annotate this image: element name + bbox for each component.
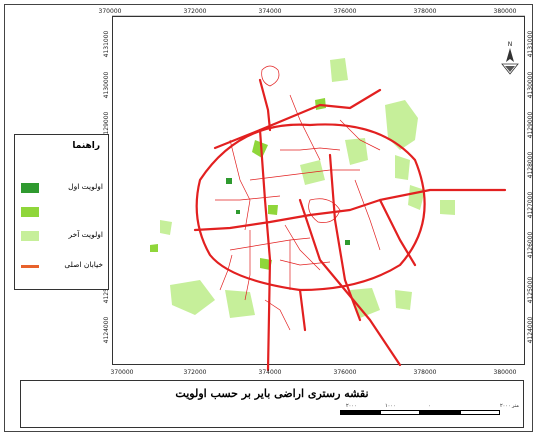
scale-label: ۲۰۰۰ (346, 403, 357, 409)
x-tick-bottom: 372000 (184, 369, 207, 376)
legend-swatch (21, 183, 39, 193)
y-tick-left: 4129000 (103, 111, 110, 138)
x-tick-bottom: 376000 (334, 369, 357, 376)
x-tick-bottom: 374000 (259, 369, 282, 376)
y-tick-right: 4129000 (527, 111, 534, 138)
x-tick-bottom: 370000 (111, 369, 134, 376)
scale-label: ۰ (428, 403, 431, 409)
legend-label: اولویت اول (68, 182, 103, 191)
legend-item (21, 205, 105, 219)
scale-label: ۱۰۰۰ (385, 403, 396, 409)
map-title: نقشه رستری اراضی بایر بر حسب اولویت (175, 387, 369, 400)
legend-swatch (21, 231, 39, 241)
legend-item: اولویت اول (21, 181, 105, 195)
scale-label: ۲۰۰۰ (500, 403, 511, 409)
legend-road: خیابان اصلی (21, 259, 105, 273)
svg-text:N: N (508, 41, 513, 48)
title-box: نقشه رستری اراضی بایر بر حسب اولویت (20, 380, 524, 428)
scale-label: متر (512, 403, 519, 409)
x-tick-top: 378000 (414, 8, 437, 15)
x-tick-bottom: 380000 (494, 369, 517, 376)
y-tick-right: 4126000 (527, 231, 534, 258)
legend-label: اولویت آخر (68, 230, 103, 239)
y-tick-right: 4130000 (527, 71, 534, 98)
y-tick-left: 4131000 (103, 30, 110, 57)
x-tick-top: 372000 (184, 8, 207, 15)
north-arrow-icon: N (501, 41, 519, 75)
legend-title: راهنما (72, 141, 100, 151)
outer-frame (4, 4, 533, 432)
main-roads (193, 78, 507, 372)
vacant-land-parcels (150, 58, 455, 318)
y-tick-left: 4124000 (103, 316, 110, 343)
legend-road-label: خیابان اصلی (64, 260, 103, 269)
x-tick-bottom: 378000 (414, 369, 437, 376)
legend: راهنما اولویت اول اولویت آخر خیابان اصلی (14, 134, 109, 290)
y-axis-ticks: 4131000 4130000 4129000 4128000 4127000 … (103, 30, 534, 343)
x-tick-top: 370000 (99, 8, 122, 15)
x-tick-top: 380000 (494, 8, 517, 15)
y-tick-right: 4124000 (527, 316, 534, 343)
x-tick-top: 376000 (334, 8, 357, 15)
y-tick-left: 4130000 (103, 71, 110, 98)
scale-bar (340, 410, 510, 416)
legend-road-swatch (21, 265, 39, 268)
secondary-roads (215, 65, 381, 331)
x-axis-ticks: 370000 372000 374000 376000 378000 38000… (99, 8, 525, 376)
y-tick-right: 4131000 (527, 30, 534, 57)
y-tick-right: 4125000 (527, 276, 534, 303)
x-tick-top: 374000 (259, 8, 282, 15)
y-tick-right: 4127000 (527, 191, 534, 218)
y-tick-right: 4128000 (527, 151, 534, 178)
legend-item: اولویت آخر (21, 229, 105, 243)
legend-swatch (21, 207, 39, 217)
